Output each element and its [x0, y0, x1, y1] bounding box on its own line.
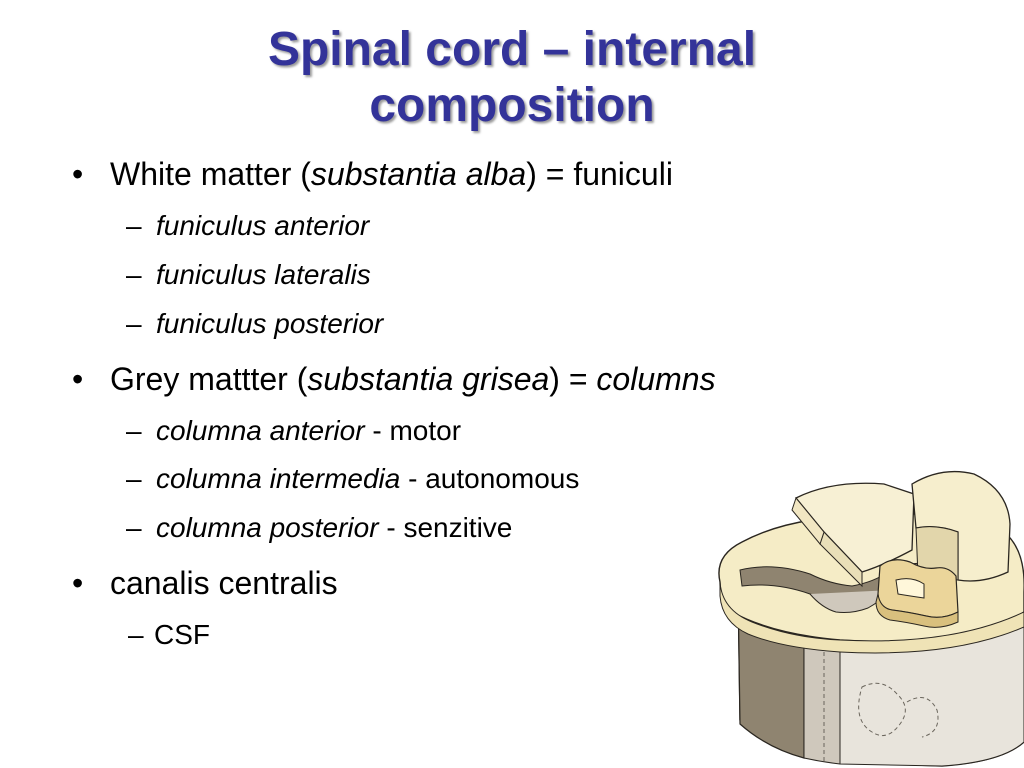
subbullet-latin: columna intermedia — [156, 463, 401, 494]
bullet-list: • White matter (substantia alba) = funicu… — [72, 156, 716, 651]
grey-matter-suffix: ) — [549, 361, 569, 397]
dash-marker: – — [126, 512, 142, 543]
dash-marker: – — [126, 463, 142, 494]
subbullet-desc: - senzitive — [378, 512, 513, 543]
slide-title: Spinal cord – internal composition — [0, 22, 1024, 134]
spinal-cord-illustration-icon — [718, 470, 1024, 767]
subbullet-latin: columna posterior — [156, 512, 379, 543]
subbullet-desc: - motor — [364, 415, 462, 446]
subbullet-funiculus-posterior: –funiculus posterior — [126, 308, 383, 340]
grey-matter-eq: = — [568, 361, 588, 397]
grey-matter-columns: columns — [587, 361, 716, 397]
subbullet-label: funiculus lateralis — [156, 259, 371, 290]
grey-matter-prefix: Grey mattter ( — [110, 361, 308, 397]
subbullet-latin: columna anterior — [156, 415, 365, 446]
dash-marker: – — [126, 308, 142, 339]
bullet-white-matter: • White matter (substantia alba) = funicu… — [72, 156, 673, 192]
subbullet-funiculus-lateralis: –funiculus lateralis — [126, 259, 371, 291]
subbullet-label: CSF — [154, 619, 210, 650]
dash-marker: – — [128, 619, 144, 650]
title-line-1: Spinal cord – internal — [267, 23, 757, 76]
title-line-2: composition — [369, 79, 655, 132]
spinal-cord-cross-section-illustration — [712, 462, 1024, 768]
bullet-canalis-centralis: • canalis centralis — [72, 565, 338, 601]
white-matter-suffix: ) = funiculi — [526, 156, 673, 192]
bullet-marker: • — [72, 565, 84, 601]
bullet-marker: • — [72, 156, 84, 192]
white-matter-prefix: White matter ( — [110, 156, 311, 192]
canal-label: canalis centralis — [110, 565, 338, 601]
dash-marker: – — [126, 210, 142, 241]
bullet-marker: • — [72, 361, 84, 397]
subbullet-desc: - autonomous — [400, 463, 580, 494]
subbullet-columna-posterior: –columna posterior - senzitive — [126, 512, 512, 544]
dash-marker: – — [126, 259, 142, 290]
dash-marker: – — [126, 415, 142, 446]
subbullet-columna-anterior: –columna anterior - motor — [126, 415, 461, 447]
white-matter-latin: substantia alba — [310, 156, 527, 192]
subbullet-label: funiculus posterior — [156, 308, 384, 339]
subbullet-columna-intermedia: –columna intermedia - autonomous — [126, 463, 579, 495]
bullet-grey-matter: • Grey mattter (substantia grisea) = colu… — [72, 361, 716, 397]
grey-matter-latin: substantia grisea — [307, 361, 550, 397]
subbullet-label: funiculus anterior — [156, 210, 370, 241]
subbullet-funiculus-anterior: –funiculus anterior — [126, 210, 369, 242]
subbullet-csf: –CSF — [128, 619, 210, 651]
